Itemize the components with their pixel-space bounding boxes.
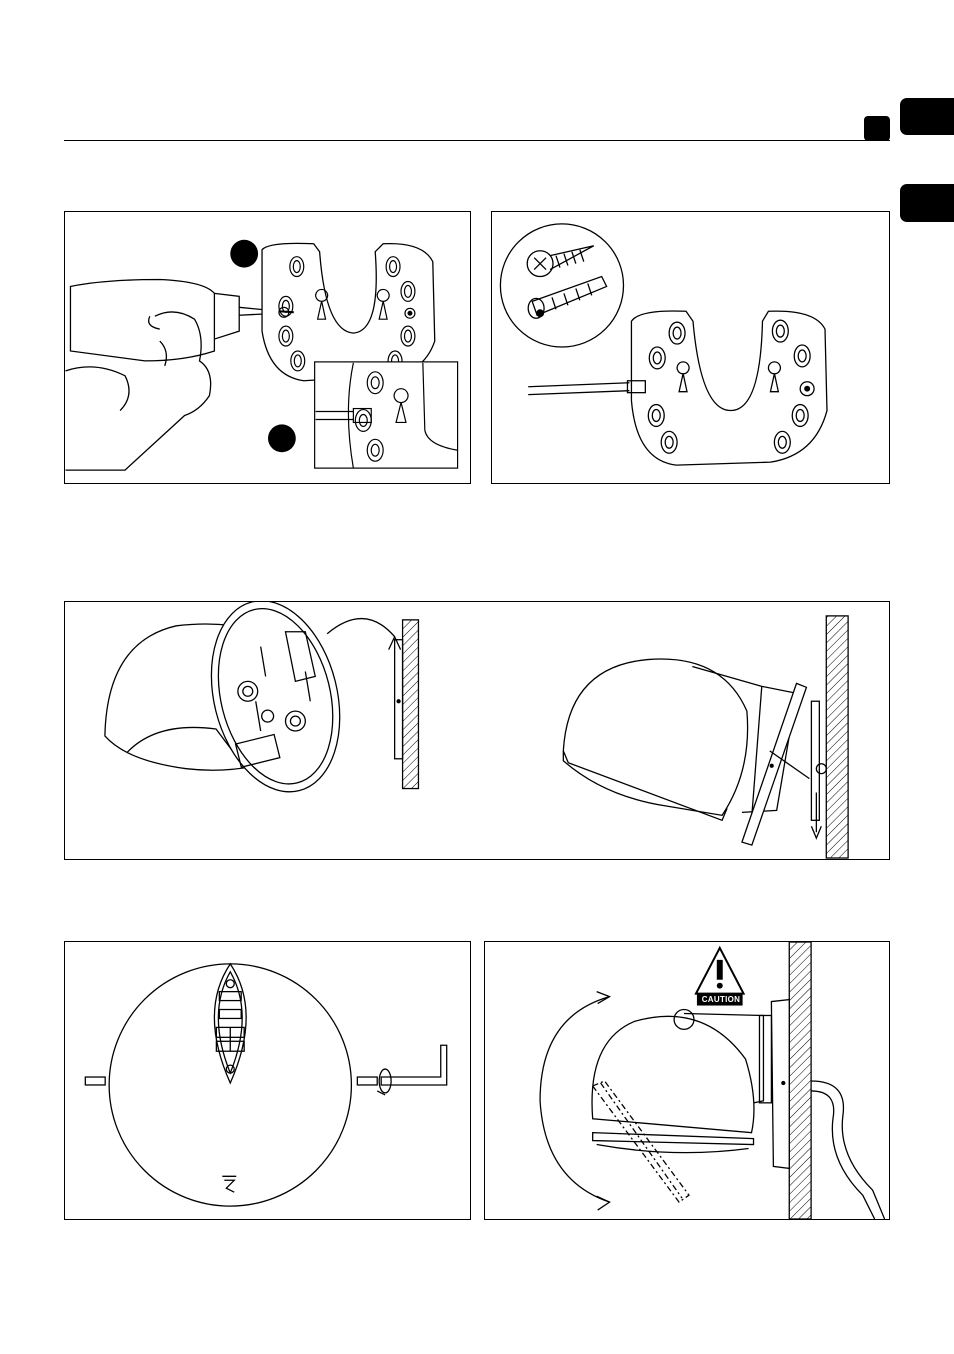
hang-illustration [65, 602, 889, 859]
drill-illustration [65, 212, 470, 483]
step-marker-2 [268, 424, 296, 452]
side-tab-lower [900, 184, 954, 222]
figure-drill-mounting [64, 211, 471, 484]
screwdriver-icon [528, 383, 629, 387]
figure-hex-key-fixing [64, 941, 471, 1220]
tilt-illustration [485, 942, 889, 1219]
hex-key-illustration [65, 942, 470, 1219]
figure-hang-on-plate [64, 601, 890, 860]
page-marker-square [864, 116, 890, 141]
figure-screw-and-anchor [491, 211, 890, 484]
side-tab-upper [900, 98, 954, 135]
figure-tilt-adjust: CAUTION [484, 941, 890, 1220]
step-marker-1 [230, 240, 258, 268]
screw-anchor-illustration [492, 212, 889, 483]
header-rule [64, 140, 890, 141]
caution-label: CAUTION [698, 995, 744, 1004]
